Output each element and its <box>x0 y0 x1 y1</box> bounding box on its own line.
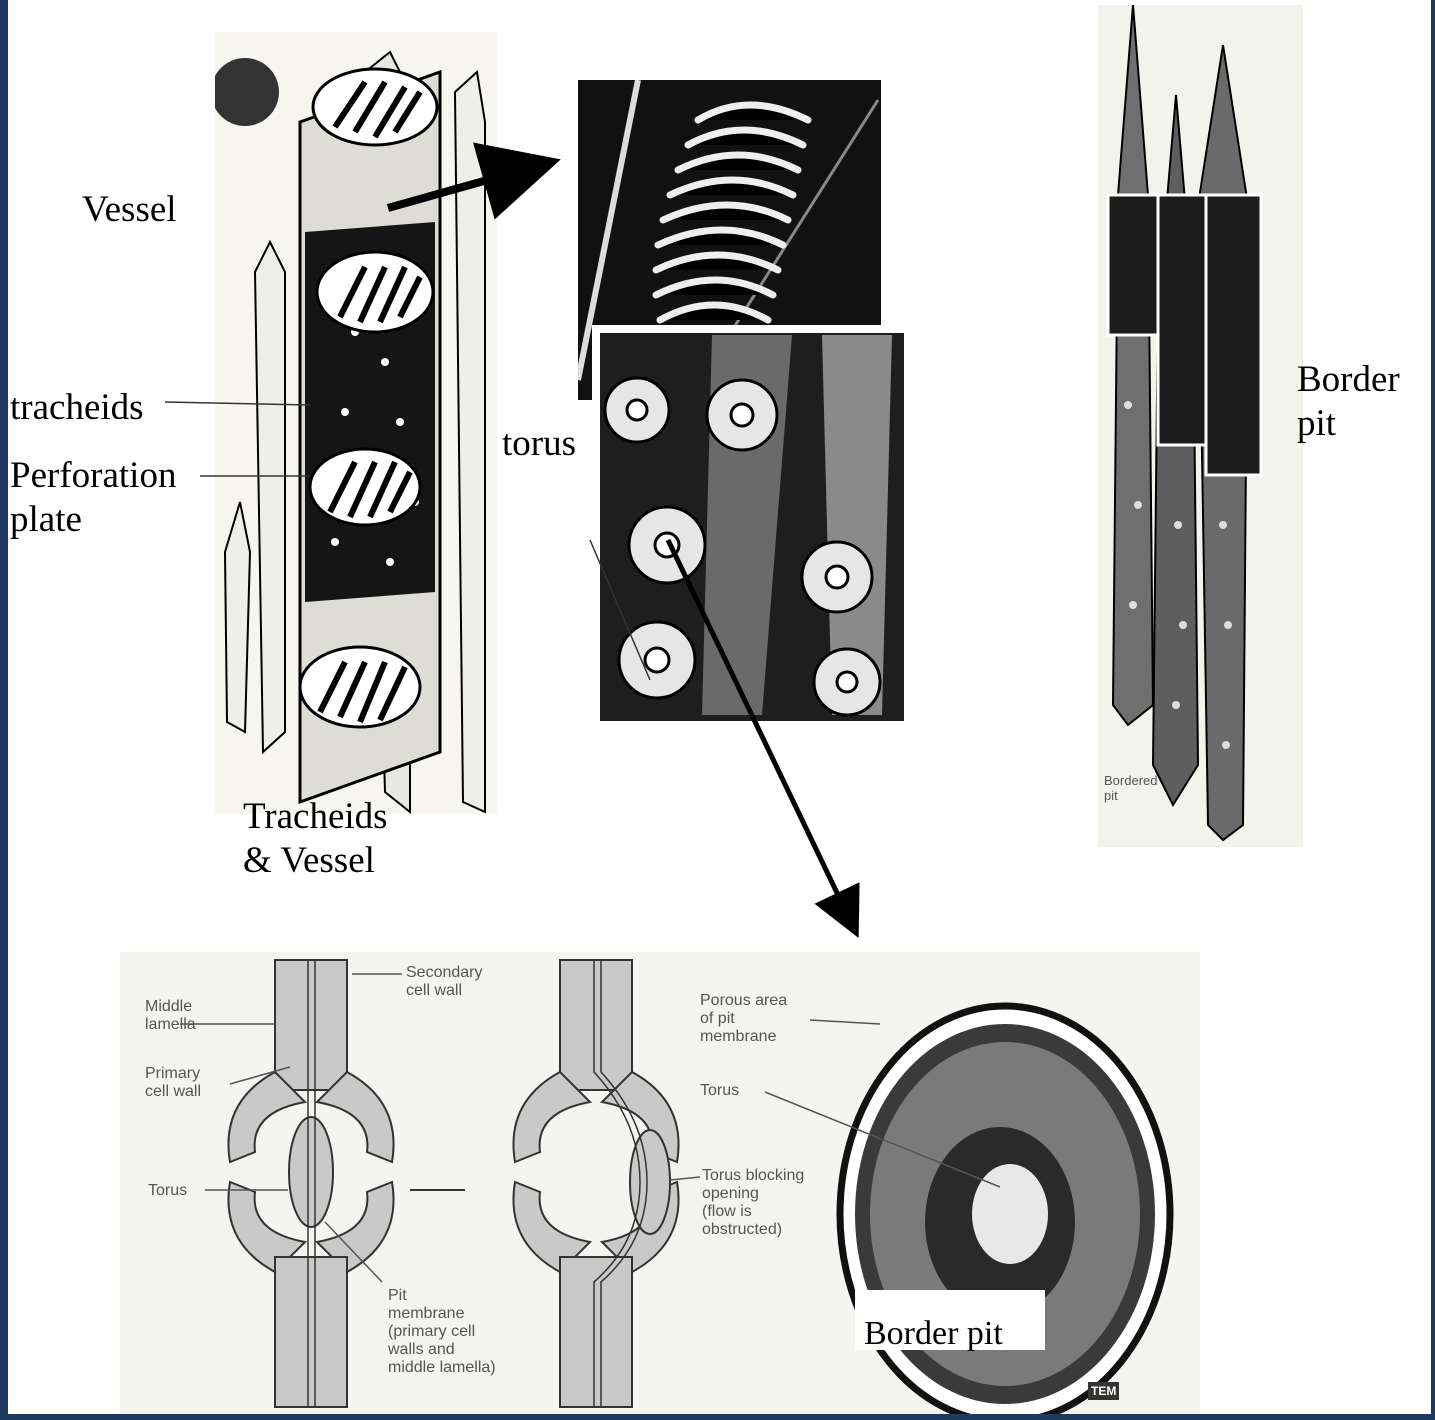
slide-frame-right <box>1431 0 1435 1420</box>
vessel-tracheid-illustration <box>215 32 497 814</box>
slide-frame-left <box>0 0 8 1420</box>
bordered-pit-label: Bordered pit <box>1104 773 1157 803</box>
tracheid-bordered-pit-illustration: Bordered pit <box>1098 5 1303 847</box>
tem-badge: TEM <box>1088 1382 1119 1400</box>
slide-frame-bottom <box>0 1414 1435 1420</box>
torus-label-left: Torus <box>148 1182 187 1200</box>
torus-pits-photo <box>592 325 912 725</box>
border-pit-label-bottom: Border pit <box>864 1312 1003 1356</box>
vessel-label: Vessel <box>82 188 177 232</box>
torus-label: torus <box>502 422 576 466</box>
tracheids-vessel-caption: Tracheids& Vessel <box>243 795 388 883</box>
torus-label-middle: Torus <box>700 1082 739 1100</box>
tracheids-label: tracheids <box>10 386 144 430</box>
